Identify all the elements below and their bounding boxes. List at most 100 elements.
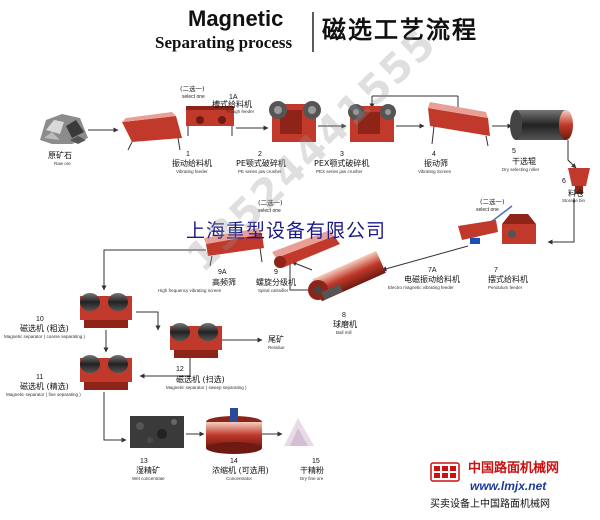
step-7-num: 7 (494, 267, 498, 274)
step-11-en: Magnetic separator ( fine separating ) (6, 392, 81, 397)
step-7a-en: Electro magnetic vibrating feeder (388, 285, 454, 290)
step-2-cn: PE颚式破碎机 (236, 159, 286, 168)
pendulum-feeder-image (502, 214, 536, 244)
pe-jaw-crusher-image (269, 101, 321, 142)
step-9-en: Spiral calssifier (258, 288, 289, 293)
arrow-mill-to-classifier (291, 261, 313, 271)
arrow-11-to-13 (103, 392, 127, 443)
step-7-en: Pendulum feeder (488, 285, 523, 290)
step-1a-num: 1A (229, 94, 238, 101)
arrow-to-magnetic10 (101, 249, 206, 291)
step-8-cn: 球磨机 (333, 320, 357, 329)
trough-feeder-image (186, 106, 234, 136)
arrow-12-return (139, 350, 191, 379)
select-one-right-cn: (二选一) (480, 198, 505, 206)
step-1a-cn: 槽式给料机 (212, 100, 252, 109)
high-frequency-screen-image (204, 228, 264, 267)
step-2-num: 2 (258, 151, 262, 158)
step-9a-cn: 高频筛 (212, 278, 236, 287)
step-7a-cn: 电磁振动给料机 (404, 275, 460, 284)
ball-mill-image (308, 250, 386, 302)
step-1-num: 1 (186, 151, 190, 158)
step-1-cn: 振动给料机 (172, 159, 212, 168)
arrow-roller-to-bin (567, 140, 577, 169)
pex-jaw-crusher-image (348, 104, 396, 142)
step-6-cn: 料仓 (568, 189, 584, 198)
step-8-en: Ball mill (336, 330, 352, 335)
select-one-top-cn: (二选一) (180, 85, 205, 93)
step-5-num: 5 (512, 148, 516, 155)
step-15-en: Dry fine ore (300, 476, 324, 481)
select-one-right-en: select one (476, 207, 499, 213)
step-3-num: 3 (340, 151, 344, 158)
step-4-en: Vibrating Screen (418, 169, 452, 174)
step-8-num: 8 (342, 312, 346, 319)
title-magnetic: Magnetic (188, 6, 284, 31)
raw-ore-image (40, 114, 88, 144)
step-5-cn: 干选辊 (512, 157, 536, 166)
concentrator-image (206, 408, 262, 454)
step-1-en: Vibrating feeder (176, 169, 208, 174)
select-one-mid-en: select one (258, 208, 281, 214)
step-2-en: PE series jaw crusher (238, 169, 282, 174)
step-13-num: 13 (140, 458, 148, 465)
company-watermark: 上海重型设备有限公司 (186, 220, 387, 242)
select-one-top-en: select one (182, 94, 205, 100)
step-9a-en: High frequency vibrating screen (158, 288, 222, 293)
select-one-mid-cn: (二选一) (258, 199, 283, 207)
magnetic-separator-sweep-image (170, 323, 222, 358)
raw-ore-label-cn: 原矿石 (48, 151, 72, 160)
step-14-en: Concentrator (226, 476, 253, 481)
step-14-cn: 浓缩机 (可选用) (212, 466, 269, 475)
step-7a-num: 7A (428, 267, 437, 274)
spiral-classifier-image (272, 230, 340, 268)
step-6-en: Storage bin (562, 198, 586, 203)
step-10-en: Magnetic separator ( coarse separating ) (4, 334, 86, 339)
step-11-num: 11 (36, 374, 44, 381)
title-separating-process: Separating process (155, 33, 293, 52)
dry-fine-ore-image (284, 418, 314, 446)
step-13-cn: 湿精矿 (136, 466, 160, 475)
arrow-10-to-12 (136, 311, 161, 331)
step-12-en: Magnetic separator ( sweep separating ) (166, 385, 247, 390)
step-12-num: 12 (176, 366, 184, 373)
step-4-cn: 振动筛 (424, 159, 448, 168)
step-10-num: 10 (36, 316, 44, 323)
lmjx-logo-icon (430, 462, 460, 482)
step-13-en: Wet concentrate (132, 476, 165, 481)
step-10-cn: 磁选机 (粗选) (20, 324, 69, 333)
magnetic-separator-fine-image (80, 355, 132, 390)
step-15-num: 15 (312, 458, 320, 465)
residue-label-en: Residue (268, 345, 285, 350)
step-14-num: 14 (230, 458, 238, 465)
step-11-cn: 磁选机 (精选) (20, 382, 69, 391)
step-9-cn: 螺旋分级机 (256, 278, 296, 287)
step-3-cn: PEX颚式破碎机 (314, 159, 370, 168)
step-4-num: 4 (432, 151, 436, 158)
step-9-num: 9 (274, 269, 278, 276)
vibrating-feeder-image (122, 112, 182, 151)
title-cn: 磁选工艺流程 (322, 16, 478, 44)
arrow-feeder7-to-mill (381, 245, 469, 272)
step-1a-en: Trough feeder (226, 109, 255, 114)
step-6-num: 6 (562, 178, 566, 185)
step-7-cn: 摆式给料机 (488, 275, 528, 284)
electro-magnetic-feeder-image (458, 220, 498, 244)
step-15-cn: 干精粉 (300, 466, 324, 475)
storage-bin-image (568, 168, 590, 194)
wet-concentrate-image (130, 416, 184, 448)
vibrating-screen-image (428, 102, 490, 147)
magnetic-separator-coarse-image (80, 293, 132, 328)
step-12-cn: 磁选机 (扫选) (176, 375, 225, 384)
residue-label-cn: 尾矿 (268, 335, 284, 344)
footer-slogan: 买卖设备上中国路面机械网 (430, 499, 550, 510)
step-9a-num: 9A (218, 269, 227, 276)
brand-url-link[interactable]: www.lmjx.net (470, 479, 547, 493)
step-3-en: PEX series jaw crusher (316, 169, 363, 174)
raw-ore-label-en: Raw ore (54, 161, 71, 166)
step-5-en: Dry selecting roller (502, 167, 540, 172)
dry-selecting-roller-image (510, 110, 573, 140)
brand-name-cn: 中国路面机械网 (468, 461, 560, 476)
